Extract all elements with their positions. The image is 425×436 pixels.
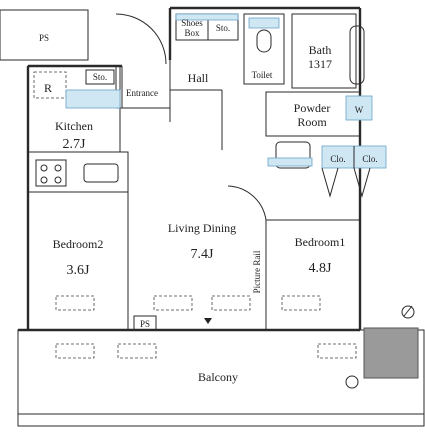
balcony-area [17,329,425,427]
washer-box [345,95,373,121]
toilet-bowl [256,29,272,53]
compass-needle [403,305,413,317]
picture-rail-label: Picture Rail [252,250,262,293]
burner-1 [40,164,48,172]
ac-living-right [211,295,251,311]
bedroom1-walls [265,219,360,330]
burner-3 [40,176,48,184]
balcony-drain [345,375,359,389]
sto-hall-label: Sto. [216,23,230,33]
north-marker-triangle [204,318,212,324]
kitchen-label: Kitchen [55,119,93,133]
bedroom2-walls [28,152,129,330]
balcony-outdoor-unit-3 [317,343,357,359]
closet-doors [321,167,371,198]
balcony-outdoor-unit-2 [117,343,157,359]
balcony-column [363,327,419,379]
balcony-outdoor-unit-1 [55,343,95,359]
ac-bedroom1 [281,295,321,311]
bedroom1-size: 4.8J [309,261,333,276]
ps-top-label: PS [39,33,49,43]
toilet-label: Toilet [252,70,273,80]
washer-label: W [355,105,364,115]
powder-room-label-1: Powder [294,101,331,115]
sink [275,141,311,169]
ac-bedroom2 [55,295,95,311]
toilet-room [243,13,285,85]
burner-2 [54,164,62,172]
bath-room [291,13,357,89]
bath-label: Bath [309,43,332,57]
ps-bottom-label: PS [140,319,150,329]
bedroom1-label: Bedroom1 [295,235,346,249]
ps-top-block [0,9,89,61]
clo-label-1: Clo. [330,154,345,164]
r-label: R [44,81,52,95]
shoes-shelf [175,13,239,21]
entrance-door-swing [115,13,167,65]
sink-counter [267,157,313,167]
balcony-label: Balcony [198,370,238,384]
clo-label-2: Clo. [362,154,377,164]
bedroom1-door-swing [227,185,267,221]
sto-kitchen-box [85,69,115,85]
bedroom2-size: 3.6J [67,263,91,278]
kitchen-upper-shelf [65,89,121,109]
kitchen-size: 2.7J [63,137,87,152]
entrance-label: Entrance [126,88,158,98]
hall-label: Hall [188,71,209,85]
powder-room-label-2: Room [297,115,327,129]
burner-4 [54,176,62,184]
sto-kitchen-label: Sto. [93,72,107,82]
bath-size: 1317 [308,57,332,71]
entrance-walls [115,60,171,122]
kitchen-sink [83,163,119,183]
shoes-box-label-2: Box [184,28,200,38]
bedroom2-label: Bedroom2 [53,237,104,251]
toilet-tank [248,17,280,29]
living-dining-label: Living Dining [168,221,236,235]
ac-living-left [153,295,193,311]
refrigerator-space [33,71,67,99]
stove [35,159,67,187]
bathtub [349,25,365,85]
compass-icon [401,305,415,319]
shoes-box-label-1: Shoes [181,18,203,28]
living-dining-size: 7.4J [191,247,215,262]
